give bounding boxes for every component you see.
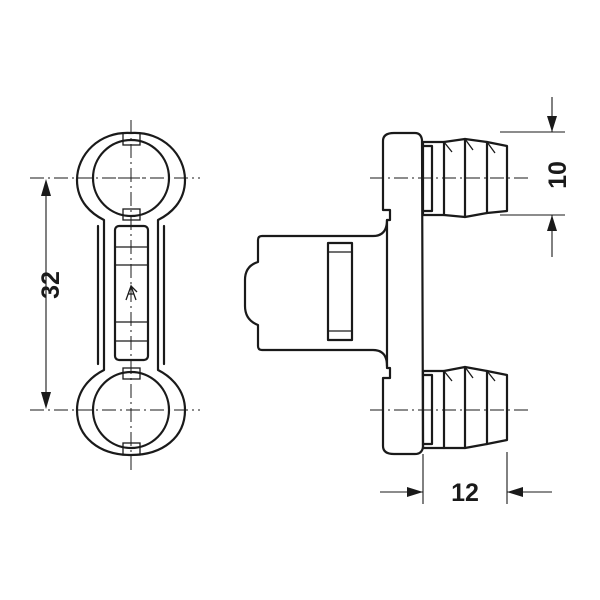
dimension-depth: 12: [380, 452, 552, 507]
arrow-right: [407, 487, 423, 497]
lower-dowel: [421, 365, 509, 450]
dimension-thread: 10: [500, 97, 572, 257]
clip-slot: [326, 241, 354, 342]
flange-plate: [381, 131, 425, 456]
side-view: [243, 131, 530, 456]
clip-body: [243, 218, 389, 368]
arrow-down: [41, 392, 51, 409]
dimension-height-label: 32: [37, 271, 65, 299]
arrow-left: [507, 487, 523, 497]
dimension-thread-label: 10: [544, 161, 572, 189]
dimension-depth-label: 12: [451, 479, 479, 507]
arrow-up: [547, 215, 557, 231]
front-view: [30, 120, 200, 470]
dimension-height: 32: [37, 179, 65, 409]
arrow-up: [41, 179, 51, 196]
arrow-down: [547, 116, 557, 132]
